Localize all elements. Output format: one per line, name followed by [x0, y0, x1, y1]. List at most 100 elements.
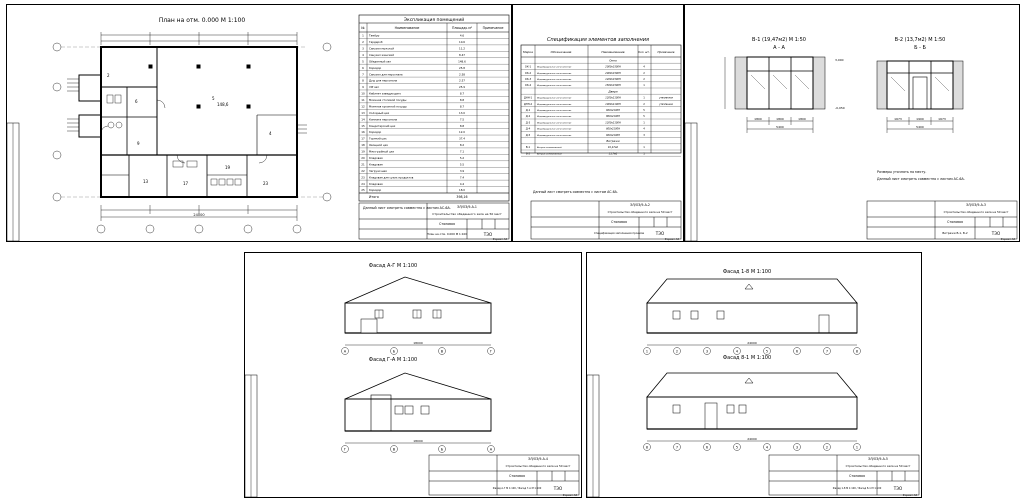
spec-section-label: Двери	[607, 89, 617, 93]
axis-label: 8	[856, 349, 858, 353]
room-number: 21	[361, 162, 365, 166]
room-area: 11.2	[459, 47, 465, 51]
format-label-3: Формат А3	[1001, 237, 1016, 241]
spec-designation: Индивидуальное изготовление	[537, 104, 572, 106]
v2-title: В-2 (13,7м2) М 1:50	[895, 37, 946, 43]
spec-mark: ДНН-2	[524, 102, 533, 106]
room-number: 2	[362, 40, 364, 44]
spec-size: 2000x1500H	[605, 66, 621, 69]
room-area: 18.0	[459, 188, 465, 192]
spec-mark: Д-2	[526, 114, 531, 118]
spec-mark: Д-3	[526, 120, 531, 124]
room-name: Загрузочная	[369, 169, 387, 173]
facade-ag-title: Фасад А-Г М 1:100	[369, 263, 417, 269]
facade-ag-axis-4: Г	[490, 350, 492, 354]
axis-bubble	[823, 347, 831, 355]
tb2-code: ЭЛ/ОЗ/9-А-2	[630, 203, 650, 207]
spec-qty: 3	[643, 133, 645, 137]
spec-header-note: Примечание	[658, 50, 675, 54]
spec-designation: Витраж алюминиевый	[537, 152, 562, 155]
room-name: Овощной цех	[369, 143, 388, 147]
room-name: Тамбур	[368, 34, 380, 38]
sheet-facades-a-g: Фасад А-Г М 1:100 18000 А Б В Г Фасад Г-…	[244, 252, 582, 498]
explication-table: Экспликация помещений № Наименование Пло…	[358, 14, 510, 202]
spec-size: 1500x1500H	[605, 84, 621, 87]
facade-18-dim: 24000	[747, 341, 757, 345]
facade-81-dim: 24000	[747, 437, 757, 441]
spec-section-label: Витражи	[606, 139, 619, 143]
svg-text:23: 23	[263, 181, 269, 186]
spec-qty: 2	[643, 77, 645, 81]
spec-mark: Д-5	[526, 133, 531, 137]
spec-mark: ОК-4	[525, 83, 532, 87]
room-number: 6	[362, 66, 364, 70]
axis-label: 8	[646, 445, 648, 449]
axis-label: 5	[736, 445, 738, 449]
tb3-org: ТЭО	[991, 231, 1000, 236]
room-name: Санузел для персонала	[369, 72, 403, 76]
explication-header-area: Площадь м²	[452, 26, 473, 30]
spec-mark: ДНН-1	[524, 96, 533, 100]
room-area: 7.5	[460, 117, 465, 121]
axis-bubble	[703, 347, 711, 355]
room-name: Коридор	[369, 188, 382, 192]
sheet-floor-plan: План на отм. 0.000 М 1:100	[6, 4, 512, 242]
room-area: 4.4	[460, 182, 465, 186]
room-number: 10	[361, 92, 365, 96]
sheet2-note: Данный лист смотреть совместно с листом …	[533, 190, 618, 194]
room-name: Комната персонала	[369, 117, 397, 121]
sheet-specification: Спецификация элементов заполнения Марка …	[512, 4, 684, 242]
spec-size: 1000x2100H	[605, 103, 621, 106]
facade-ga-axis-2: В	[393, 448, 396, 452]
room-area: 8.47	[459, 53, 465, 57]
axis-bubble	[853, 443, 861, 451]
room-area: 10.6	[459, 40, 465, 44]
spec-mark: ОК-3	[525, 77, 532, 81]
room-number: 19	[361, 150, 365, 154]
spec-size: 1200x1500H	[605, 78, 621, 81]
spec-header-mark: Марка	[523, 50, 533, 54]
room-number: 9	[362, 85, 364, 89]
axis-bubble	[763, 347, 771, 355]
tb3-sheet: Витражи В-1, В-2	[942, 231, 967, 235]
room-number: 24	[361, 182, 365, 186]
room-name: Холодный цех	[369, 111, 390, 115]
facade-18-title: Фасад 1-8 М 1:100	[723, 269, 771, 275]
room-area: 13.0	[459, 111, 465, 115]
axis-label: 6	[796, 349, 798, 353]
room-number: 17	[361, 137, 365, 141]
room-name: VIP зал	[369, 85, 379, 89]
spec-qty: 4	[643, 127, 645, 131]
room-area: 5.2	[460, 156, 465, 160]
room-name: Кабинет заведующего	[369, 92, 401, 96]
tb2-org: ТЭО	[655, 231, 664, 236]
axis-bubble	[703, 443, 711, 451]
room-name: Моечная столовой посуды	[369, 98, 406, 102]
room-area: 8.7	[460, 104, 465, 108]
spec-section-label: Окна	[609, 58, 617, 62]
axis-label: 7	[826, 349, 828, 353]
room-area: 37.4	[459, 137, 465, 141]
room-number: 1	[362, 34, 364, 38]
tb5-name: Столовая	[849, 474, 865, 478]
spec-size: 900x2100H	[606, 109, 620, 112]
axis-bubble	[793, 347, 801, 355]
sheet-vitrage: В-1 (19,47м2) М 1:50 А - А В-2 (13,7м2) …	[684, 4, 1020, 242]
facade-ag-axes	[341, 347, 495, 355]
svg-text:13: 13	[143, 179, 149, 184]
spec-size: 13,7м2	[609, 152, 618, 155]
spec-designation: Индивидуальное изготовление	[537, 116, 572, 118]
